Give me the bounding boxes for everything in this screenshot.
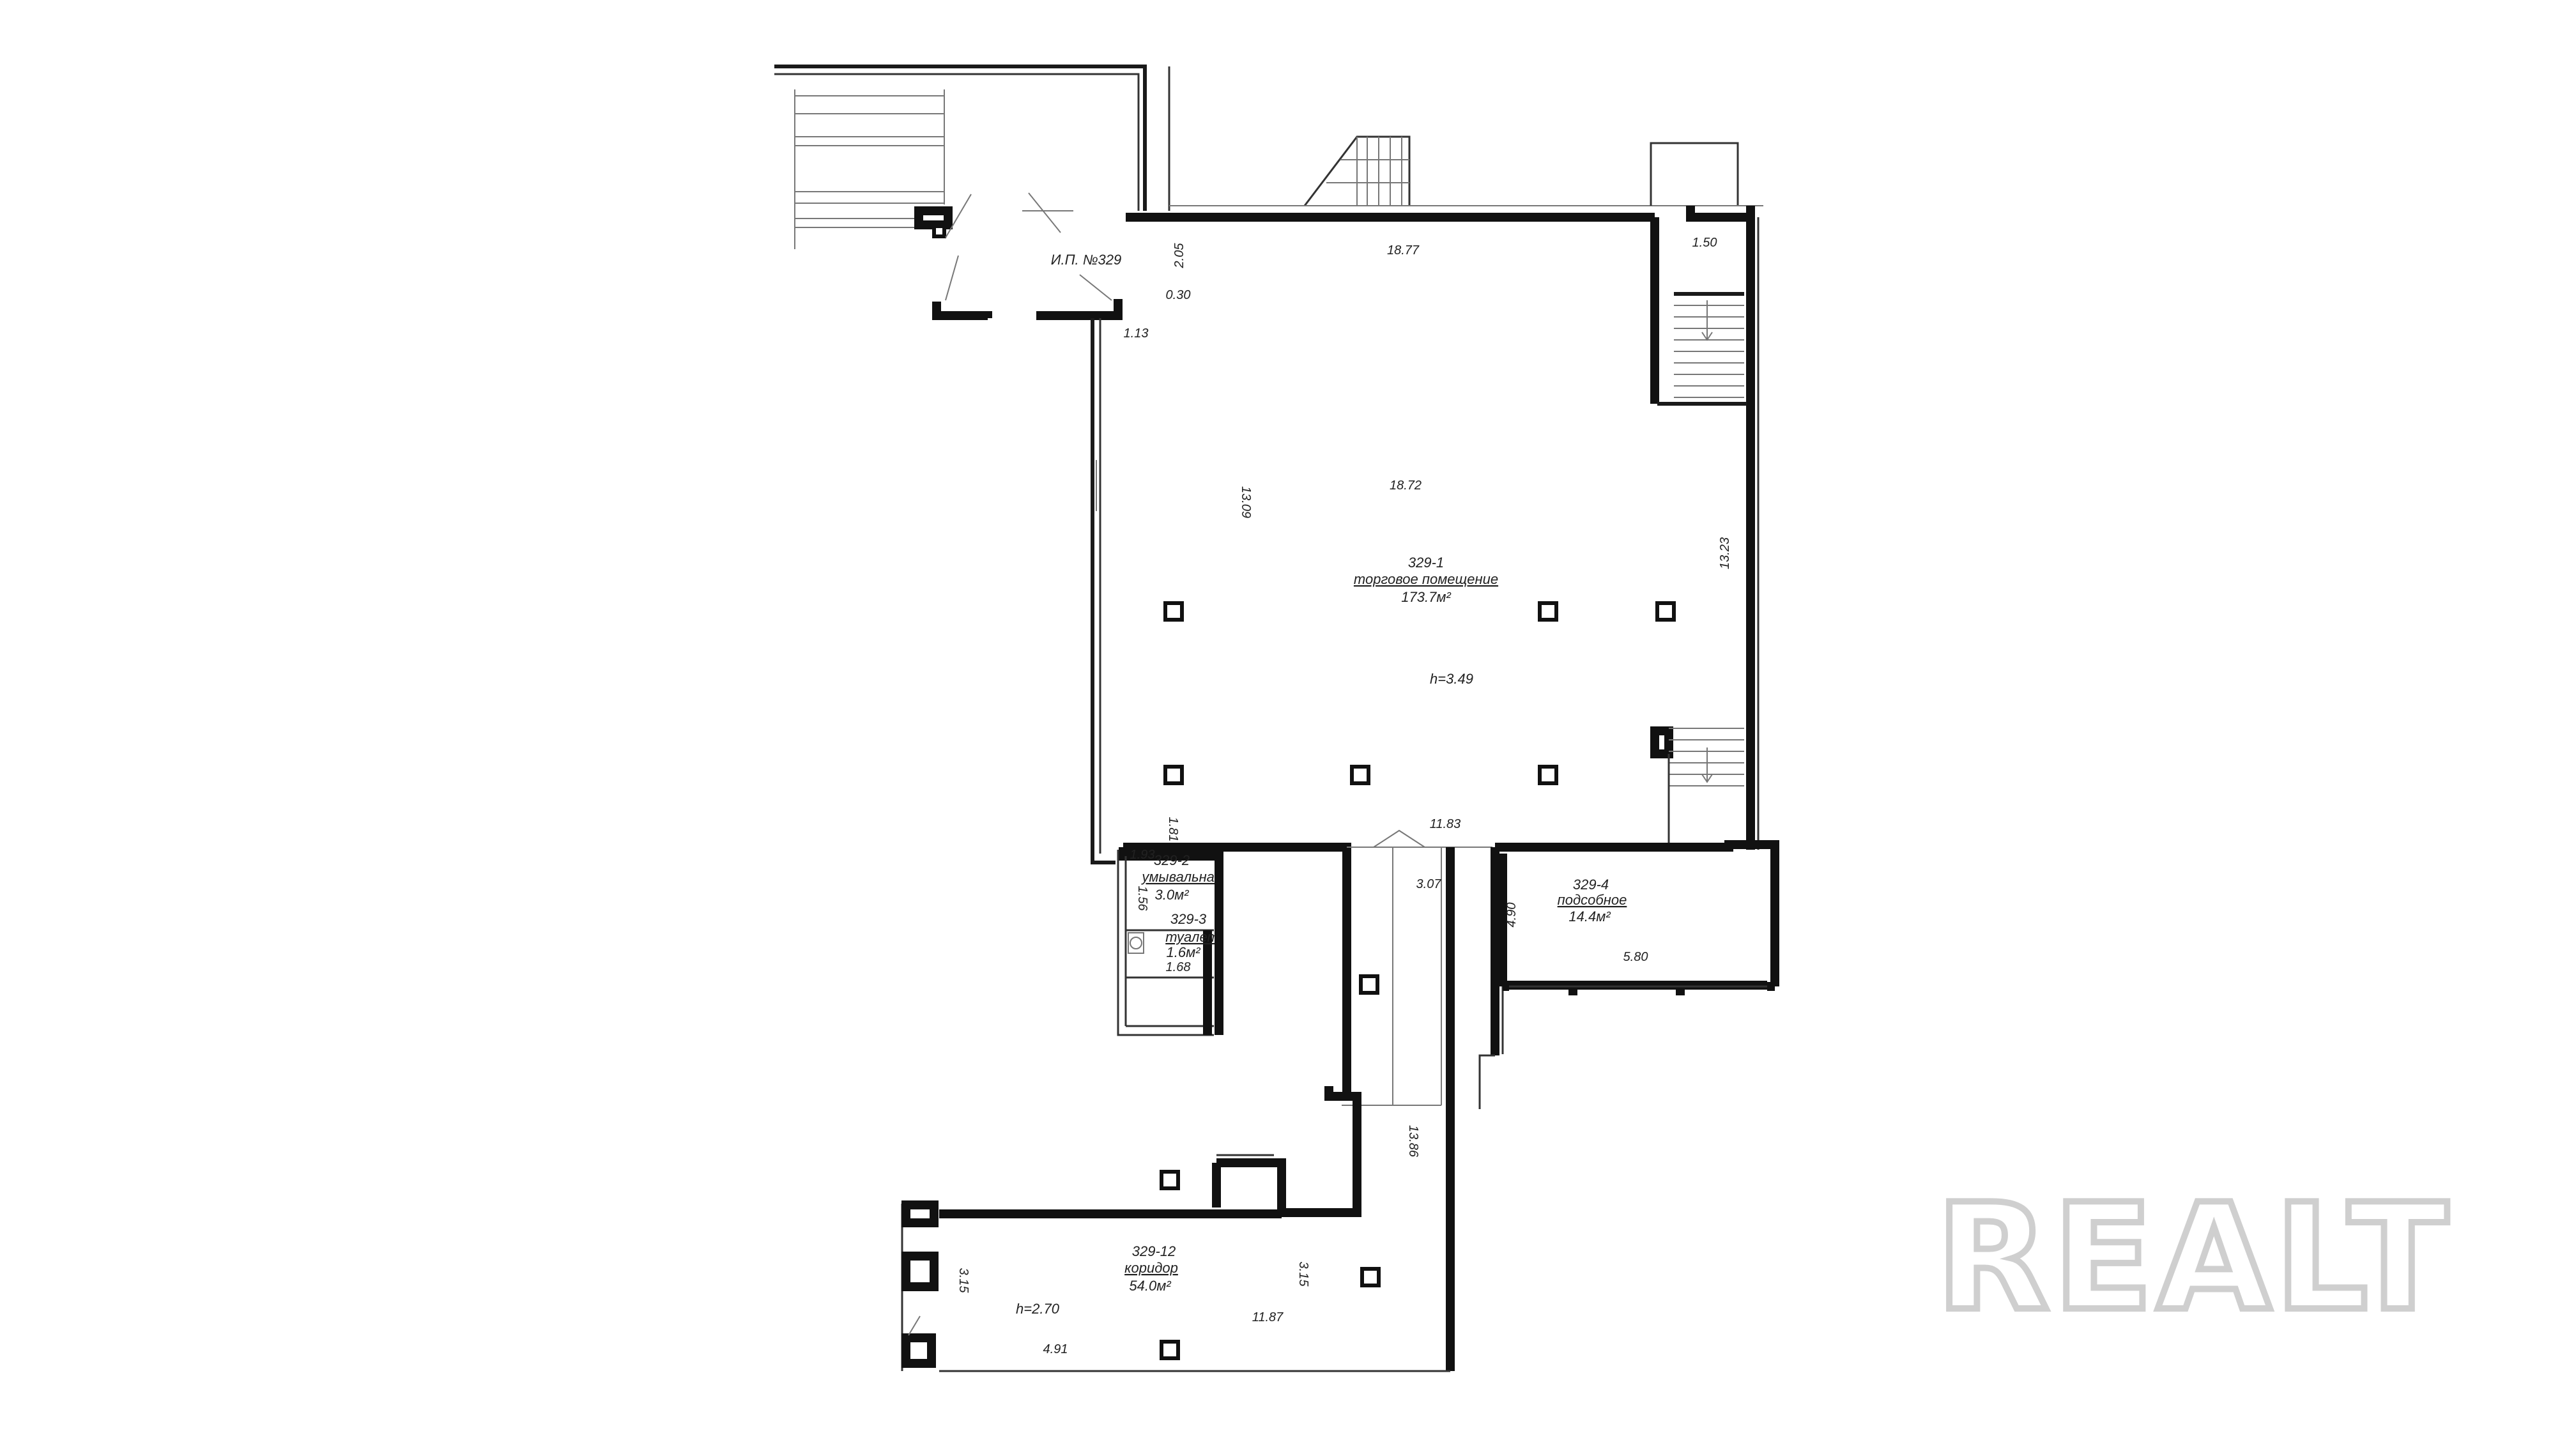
utility-area: 14.4м² [1568, 908, 1611, 924]
hall-dim-right: 13.23 [1718, 537, 1732, 569]
toilet-id: 329-3 [1170, 911, 1207, 927]
entrance-vestibule: И.П. №329 2.05 0.30 1.13 [914, 192, 1191, 341]
hall-area: 173.7м² [1401, 589, 1451, 605]
corridor-dim-right: 3.15 [1296, 1262, 1310, 1287]
corridor-name: коридор [1124, 1260, 1178, 1276]
utility-dim-a: 4.90 [1505, 903, 1519, 928]
column [1350, 765, 1370, 785]
utility-room: 4.90 329-4 подсобное 14.4м² 5.80 [1478, 840, 1779, 1109]
washroom-name: умывальная [1140, 869, 1222, 885]
column [1163, 765, 1184, 785]
corridor-dim-left: 3.15 [956, 1268, 970, 1294]
column [1360, 1267, 1381, 1287]
toilet-name: туалет [1165, 929, 1219, 945]
column [1359, 974, 1379, 995]
interior-stair-lower [1650, 726, 1744, 847]
interior-stair-right [1657, 292, 1747, 406]
hall-dim-top: 18.77 [1387, 243, 1420, 257]
hall-dim-bottom: 11.83 [1430, 817, 1461, 831]
sanitary-block: 1.93 329-2 1.81 умывальная 1.56 3.0м² 32… [1117, 817, 1223, 1036]
hall-height: h=3.49 [1430, 671, 1473, 687]
column [1160, 1340, 1180, 1360]
corridor-area: 54.0м² [1129, 1278, 1171, 1294]
entrance-dim-c: 1.13 [1124, 326, 1149, 341]
hall-dim-inner-top: 18.72 [1390, 479, 1422, 493]
sales-hall: 18.77 1.50 18.72 13.09 13.23 329-1 торго… [1091, 206, 1759, 864]
corridor: 329-12 коридор 54.0м² h=2.70 3.15 3.15 4… [901, 1163, 1450, 1372]
column [1160, 1170, 1180, 1190]
toilet-area: 1.6м² [1167, 944, 1201, 960]
passage-dim-a: 3.07 [1416, 877, 1442, 891]
washroom-id: 329-2 [1154, 852, 1190, 868]
column [1538, 601, 1558, 622]
washroom-dim-a: 1.93 [1130, 848, 1155, 862]
utility-dim-b: 5.80 [1623, 950, 1648, 964]
column [1538, 765, 1558, 785]
utility-name: подсобное [1558, 892, 1627, 908]
washroom-dim-c: 1.81 [1166, 817, 1180, 842]
column [1163, 601, 1184, 622]
utility-id: 329-4 [1573, 877, 1609, 893]
passage-dim-b: 13.86 [1406, 1125, 1420, 1158]
column [1655, 601, 1676, 622]
toilet-dim: 1.68 [1166, 960, 1191, 974]
corridor-height: h=2.70 [1016, 1301, 1060, 1317]
hall-dim-stair: 1.50 [1692, 236, 1717, 250]
central-passage: 3.07 13.86 [1215, 843, 1492, 1371]
stair-structure-right [1650, 142, 1763, 206]
hall-name: торговое помещение [1354, 571, 1498, 587]
hall-id: 329-1 [1408, 555, 1444, 571]
corridor-dim-long: 11.87 [1252, 1310, 1284, 1324]
entrance-porch [774, 65, 1170, 249]
washroom-area: 3.0м² [1155, 887, 1190, 903]
washroom-dim-b: 1.56 [1135, 886, 1149, 912]
hall-dim-left: 13.09 [1239, 486, 1253, 518]
exterior-stair-top [1169, 135, 1674, 206]
corridor-dim-bottom: 4.91 [1043, 1342, 1068, 1356]
corridor-id: 329-12 [1132, 1243, 1176, 1259]
entrance-label: И.П. №329 [1051, 252, 1122, 268]
realt-watermark: REALT [1936, 1173, 2452, 1344]
entrance-dim-a: 2.05 [1172, 243, 1186, 269]
entrance-dim-b: 0.30 [1166, 288, 1191, 302]
